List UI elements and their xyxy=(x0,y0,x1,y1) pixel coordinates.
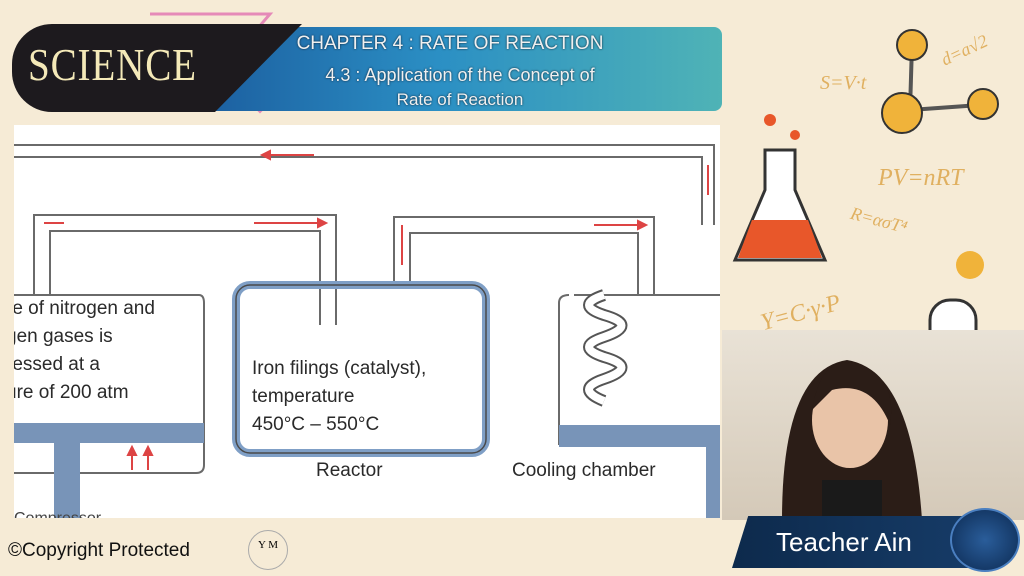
copyright-notice: ©Copyright Protected xyxy=(8,540,190,561)
text-line: re of nitrogen and xyxy=(14,298,155,319)
mixture-description: re of nitrogen and gen gases is ressed a… xyxy=(14,295,206,407)
pipe-blue xyxy=(14,423,204,443)
cooling-chamber-label: Cooling chamber xyxy=(512,460,656,481)
logo-text: Y M xyxy=(257,539,279,551)
chapter-title: CHAPTER 4 : RATE OF REACTION xyxy=(296,33,604,54)
header-banner xyxy=(205,27,722,111)
presenter-silhouette xyxy=(782,360,922,520)
subtopic-title-line2: Rate of Reaction xyxy=(396,90,524,109)
text-line: gen gases is xyxy=(14,326,113,347)
text-line: 450°C – 550°C xyxy=(252,414,380,435)
brand-title: SCIENCE xyxy=(28,39,197,90)
flow-arrows xyxy=(44,149,709,470)
pipe-diagram xyxy=(14,144,720,518)
channel-logo-icon xyxy=(950,508,1020,572)
text-line: ure of 200 atm xyxy=(14,382,129,403)
haber-process-diagram: re of nitrogen and gen gases is ressed a… xyxy=(14,125,720,518)
presenter-video xyxy=(722,330,1024,520)
molecule-icon xyxy=(881,29,999,134)
reactor-description: Iron filings (catalyst), temperature 450… xyxy=(252,355,492,439)
compressor-label: Compressor xyxy=(14,505,101,518)
ym-logo-icon: Y M xyxy=(248,530,288,570)
presenter-name: Teacher Ain xyxy=(776,527,912,557)
text-line: temperature xyxy=(252,386,355,407)
text-line: Iron filings (catalyst), xyxy=(252,358,427,379)
formula: PV=nRT xyxy=(878,165,964,191)
flask-icon xyxy=(732,114,828,262)
reactor-label: Reactor xyxy=(316,460,383,481)
subtopic-title-line1: 4.3 : Application of the Concept of xyxy=(325,65,595,85)
formula: S=V·t xyxy=(820,72,867,94)
text-line: ressed at a xyxy=(14,354,100,375)
